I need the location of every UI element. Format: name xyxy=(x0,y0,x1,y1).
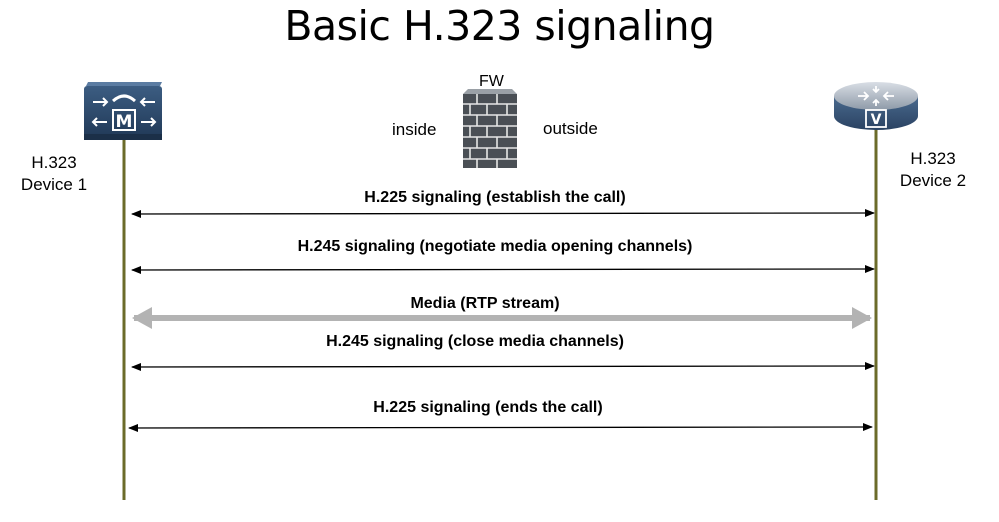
device-2-label: H.323 Device 2 xyxy=(878,148,988,192)
firewall-icon xyxy=(463,89,517,168)
page-title: Basic H.323 signaling xyxy=(284,2,715,50)
mcu-icon: M xyxy=(84,82,162,140)
inside-label: inside xyxy=(392,120,437,139)
voice-router-icon: V xyxy=(834,82,918,130)
message-arrow-5 xyxy=(128,423,873,432)
device-2-label-line1: H.323 xyxy=(910,149,956,168)
outside-label: outside xyxy=(543,119,598,138)
svg-text:M: M xyxy=(116,112,133,132)
device-1-label-line1: H.323 xyxy=(31,153,77,172)
message-arrow-1 xyxy=(131,209,875,218)
media-label: Media (RTP stream) xyxy=(410,295,560,312)
message-arrow-4 xyxy=(131,362,875,371)
message-label-4: H.245 signaling (close media channels) xyxy=(326,333,624,350)
svg-text:V: V xyxy=(871,112,882,128)
device-2-label-line2: Device 2 xyxy=(899,171,967,190)
message-label-2: H.245 signaling (negotiate media opening… xyxy=(297,238,693,255)
message-arrow-2 xyxy=(131,265,875,274)
firewall-label: FW xyxy=(479,73,504,90)
message-label-5: H.225 signaling (ends the call) xyxy=(373,399,603,416)
device-1-label: H.323 Device 1 xyxy=(0,152,109,196)
message-label-1: H.225 signaling (establish the call) xyxy=(364,189,626,206)
device-1-label-line2: Device 1 xyxy=(20,175,88,194)
